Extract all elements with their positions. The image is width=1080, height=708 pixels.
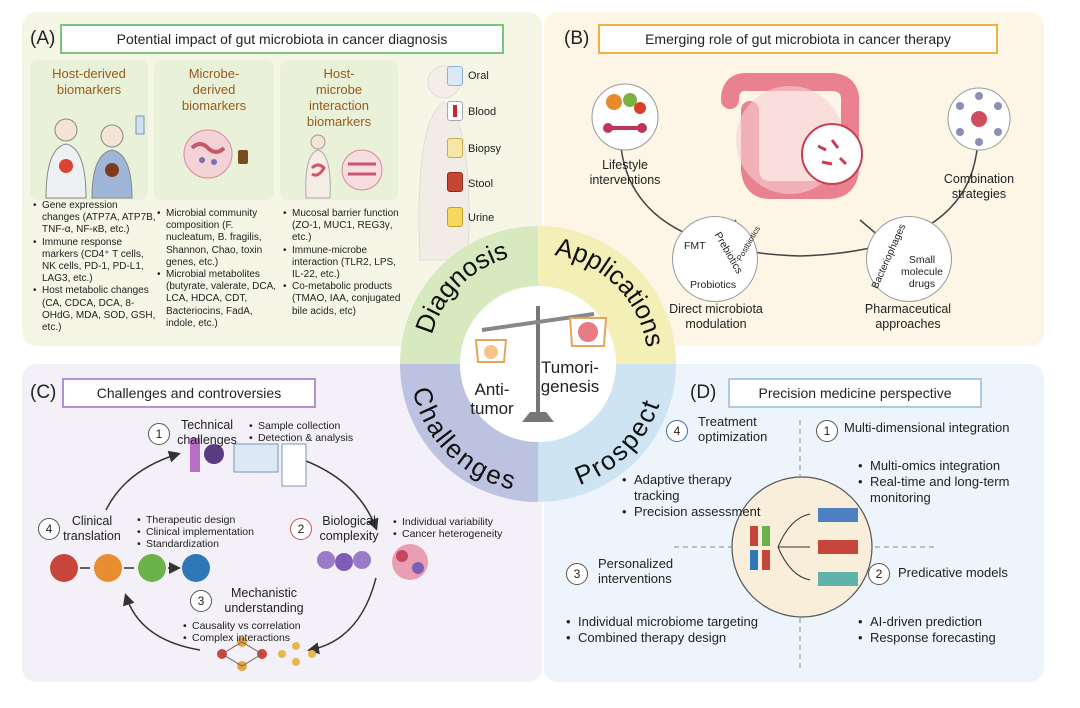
panel-d-label: (D) bbox=[690, 382, 717, 403]
applications-segment bbox=[538, 226, 676, 364]
anti-tumor-label: Anti-tumor bbox=[470, 380, 514, 418]
d-step3-number: 3 bbox=[566, 563, 588, 585]
pharmaceutical-circle bbox=[866, 216, 952, 302]
panel-b-label: (B) bbox=[564, 28, 590, 49]
col1-bullets: Gene expression changes (ATP7A, ATP7B, T… bbox=[32, 200, 156, 334]
blood-tube-icon bbox=[447, 101, 463, 121]
panel-d-title: Precision medicine perspective bbox=[728, 378, 982, 408]
d-step1-title: Multi-dimensional integration bbox=[844, 420, 1010, 435]
d-step2-number: 2 bbox=[868, 563, 890, 585]
panel-a-label: (A) bbox=[30, 28, 56, 49]
colon-microbe-icon bbox=[183, 129, 248, 179]
step4-number: 4 bbox=[38, 518, 60, 540]
step2-number: 2 bbox=[290, 518, 312, 540]
step3-bullets: Causality vs correlationComplex interact… bbox=[182, 620, 352, 645]
challenges-segment bbox=[400, 364, 538, 502]
step4-bullets: Therapeutic designClinical implementatio… bbox=[136, 514, 286, 551]
center-ring: Diagnosis Applications Challenges Prospe… bbox=[400, 226, 676, 502]
combination-icon bbox=[947, 87, 1011, 151]
d-step4-bullets: Adaptive therapy trackingPrecision asses… bbox=[620, 472, 774, 520]
urine-cup-icon bbox=[447, 207, 463, 227]
lifestyle-icon bbox=[591, 83, 659, 151]
fmt-label: FMT bbox=[684, 240, 706, 252]
col2-bullets: Microbial community composition (F. nucl… bbox=[156, 208, 284, 330]
panel-c-title: Challenges and controversies bbox=[62, 378, 316, 408]
prospect-segment bbox=[538, 364, 676, 502]
d-step1-bullets: Multi-omics integrationReal-time and lon… bbox=[856, 458, 1050, 506]
panel-b-title: Emerging role of gut microbiota in cance… bbox=[598, 24, 998, 54]
col3-bullets: Mucosal barrier function (ZO-1, MUC1, RE… bbox=[282, 208, 406, 318]
stool-container-icon bbox=[447, 172, 463, 192]
body-gut-icon bbox=[305, 134, 383, 199]
d-step2-bullets: AI-driven predictionResponse forecasting bbox=[856, 614, 1050, 646]
panel-a-title: Potential impact of gut microbiota in ca… bbox=[60, 24, 504, 54]
diagnosis-segment bbox=[400, 226, 538, 364]
d-step4-number: 4 bbox=[666, 420, 688, 442]
step3-number: 3 bbox=[190, 590, 212, 612]
d-step3-bullets: Individual microbiome targetingCombined … bbox=[564, 614, 778, 646]
step2-bullets: Individual variabilityCancer heterogenei… bbox=[392, 516, 542, 541]
step1-number: 1 bbox=[148, 423, 170, 445]
tumorigenesis-label: Tumori-genesis bbox=[540, 358, 600, 396]
oral-swab-icon bbox=[447, 66, 463, 86]
panel-c-label: (C) bbox=[30, 382, 57, 403]
d-step2-title: Predicative models bbox=[898, 565, 1008, 580]
probiotics-label: Probiotics bbox=[690, 279, 737, 291]
step1-bullets: Sample collectionDetection & analysis bbox=[248, 420, 398, 445]
therapy-diagram bbox=[619, 72, 979, 257]
d-step1-number: 1 bbox=[816, 420, 838, 442]
challenge-cycle bbox=[50, 438, 428, 671]
biopsy-jar-icon bbox=[447, 138, 463, 158]
host-people-icon bbox=[45, 115, 145, 199]
direct-modulation-circle bbox=[672, 216, 758, 302]
